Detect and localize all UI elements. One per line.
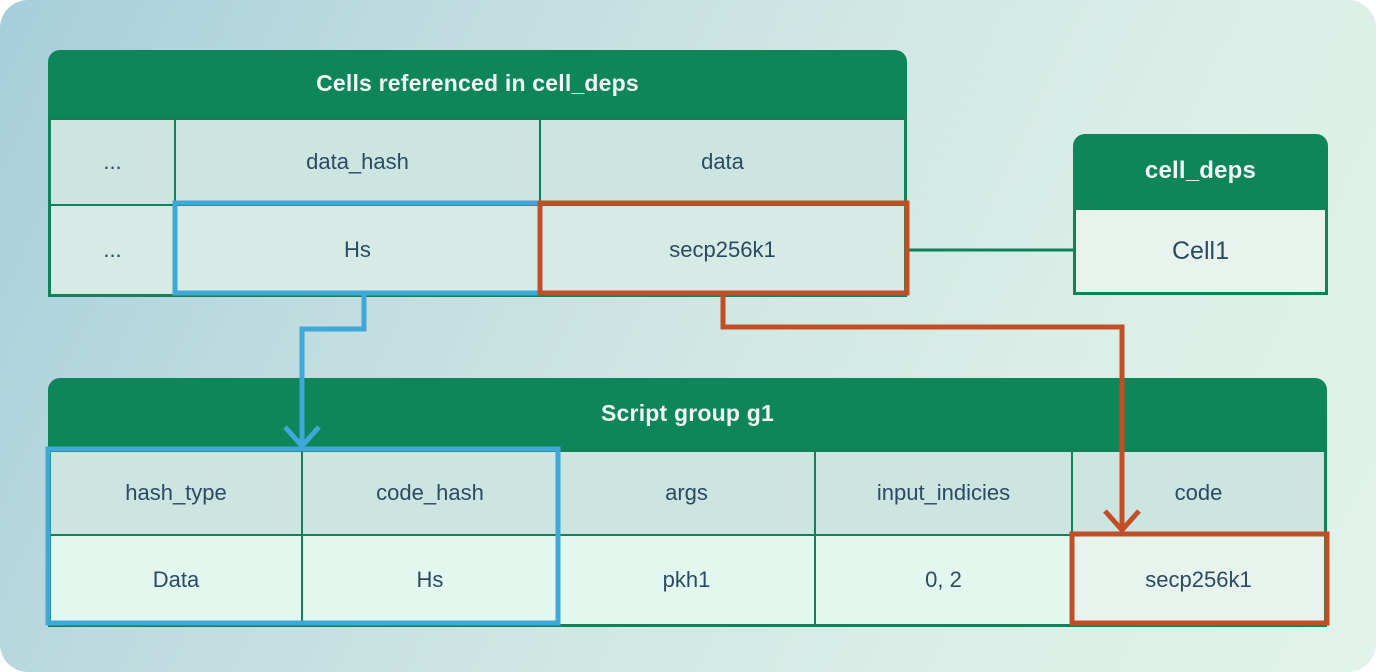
script-val-secp256k1: secp256k1 [1072, 535, 1325, 625]
script-group-table-title: Script group g1 [48, 378, 1327, 449]
script-val-pkh1: pkh1 [558, 535, 815, 625]
script-val-hs: Hs [302, 535, 558, 625]
script-val-input-indicies: 0, 2 [815, 535, 1072, 625]
script-col-args: args [558, 451, 815, 535]
cells-referenced-table-grid: ... data_hash data ... Hs secp256k1 [48, 117, 907, 297]
cells-col-ellipsis: ... [50, 119, 175, 205]
cells-col-data-hash: data_hash [175, 119, 540, 205]
script-val-data: Data [50, 535, 302, 625]
cells-referenced-table: Cells referenced in cell_deps ... data_h… [48, 50, 907, 297]
cell-deps-table-grid: Cell1 [1073, 207, 1328, 295]
script-col-input-indicies: input_indicies [815, 451, 1072, 535]
cell-deps-table: cell_deps Cell1 [1073, 134, 1328, 295]
cells-referenced-table-title: Cells referenced in cell_deps [48, 50, 907, 117]
cells-val-hs: Hs [175, 205, 540, 295]
cells-val-secp256k1: secp256k1 [540, 205, 905, 295]
script-col-hash-type: hash_type [50, 451, 302, 535]
script-col-code: code [1072, 451, 1325, 535]
cells-col-data: data [540, 119, 905, 205]
cells-val-ellipsis: ... [50, 205, 175, 295]
script-col-code-hash: code_hash [302, 451, 558, 535]
script-group-table-grid: hash_type code_hash args input_indicies … [48, 449, 1327, 627]
script-group-table: Script group g1 hash_type code_hash args… [48, 378, 1327, 627]
cell-deps-val-cell1: Cell1 [1075, 209, 1326, 293]
cell-deps-table-title: cell_deps [1073, 134, 1328, 207]
